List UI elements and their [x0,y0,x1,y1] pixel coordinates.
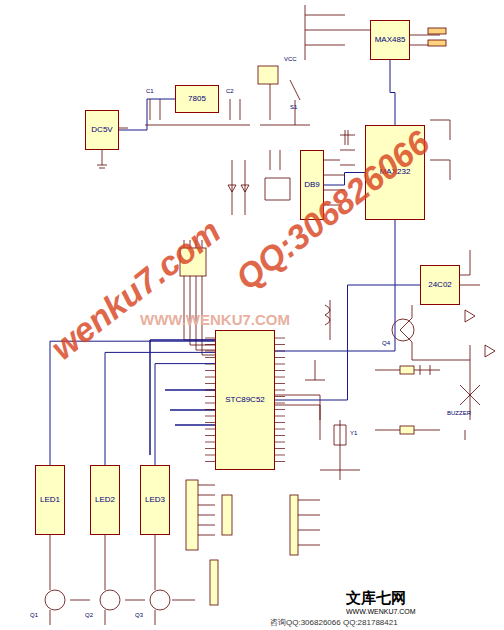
part-label: DC5V [91,126,112,135]
part-label: DB9 [304,181,320,190]
component-label: Q1 [30,612,38,618]
wire [390,60,395,125]
component-label: C2 [226,88,234,94]
regulator-chip: 7805 [175,85,219,113]
part-label: STC89C52 [225,396,265,405]
component-label: Q2 [85,612,93,618]
site-url: WWW.WENKU7.COM [346,608,416,615]
transceiver-chip: MAX485 [370,20,410,60]
wire [119,99,175,130]
seven-segment-display: LED2 [90,465,120,535]
wire [50,341,215,465]
wire [275,285,420,400]
microcontroller-chip: STC89C52 [215,330,275,470]
component-label: BUZZER [447,410,471,416]
watermark: wenku7.com [45,213,227,365]
part-label: MAX485 [375,36,406,45]
part-label: 24C02 [428,281,452,290]
component-label: S1 [290,104,297,110]
part-label: LED1 [40,496,60,505]
component-label: Y1 [350,430,357,436]
wire [155,364,215,465]
component-label: C1 [146,88,154,94]
site-logo: 文库七网 [346,590,406,605]
part-label: LED3 [145,496,165,505]
component-label: VCC [284,56,297,62]
seven-segment-display: LED1 [35,465,65,535]
part-label: 7805 [188,95,206,104]
component-label: Q3 [135,612,143,618]
wire [105,352,215,465]
contact-note: 咨询QQ:306826066 QQ:281788421 [270,619,398,627]
seven-segment-display: LED3 [140,465,170,535]
power-jack: DC5V [85,110,119,150]
part-label: LED2 [95,496,115,505]
eeprom-chip: 24C02 [420,265,460,305]
watermark: WWW.WENKU7.COM [140,312,290,327]
component-label: Q4 [382,340,390,346]
